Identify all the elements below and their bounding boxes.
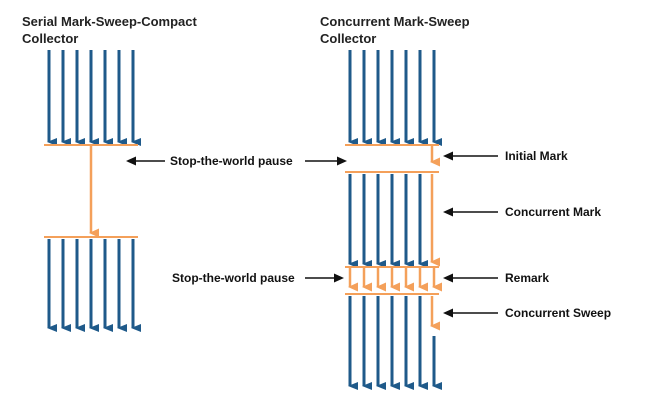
remark-label: Remark xyxy=(505,271,549,285)
concurrent-mark-arrowhead xyxy=(443,207,453,217)
concurrent-mark-app-threads xyxy=(348,174,428,268)
concurrent-sweep-arrowhead xyxy=(443,308,453,318)
stw-pause-1-label: Stop-the-world pause xyxy=(170,154,293,168)
initial-mark-arrowhead xyxy=(443,151,453,161)
remark-gc-threads xyxy=(348,267,442,292)
concurrent-mark-label: Concurrent Mark xyxy=(505,205,601,219)
stw-pause-1-arrowhead xyxy=(126,156,136,166)
stw-pause-1-arrowhead-right xyxy=(337,156,347,166)
concurrent-app-threads-initial xyxy=(348,50,442,146)
stw-pause-2-label: Stop-the-world pause xyxy=(172,271,295,285)
concurrent-sweep-label: Concurrent Sweep xyxy=(505,306,611,320)
serial-title-line2: Collector xyxy=(22,31,78,46)
serial-title-line1: Serial Mark-Sweep-Compact xyxy=(22,14,198,29)
initial-mark-label: Initial Mark xyxy=(505,149,568,163)
concurrent-sweep-app-threads xyxy=(348,296,442,390)
serial-app-threads-after xyxy=(47,239,141,332)
concurrent-title-line1: Concurrent Mark-Sweep xyxy=(320,14,470,29)
concurrent-title-line2: Collector xyxy=(320,31,376,46)
serial-app-threads-before xyxy=(47,50,141,146)
stw-pause-2-arrowhead xyxy=(334,273,344,283)
remark-arrowhead xyxy=(443,273,453,283)
